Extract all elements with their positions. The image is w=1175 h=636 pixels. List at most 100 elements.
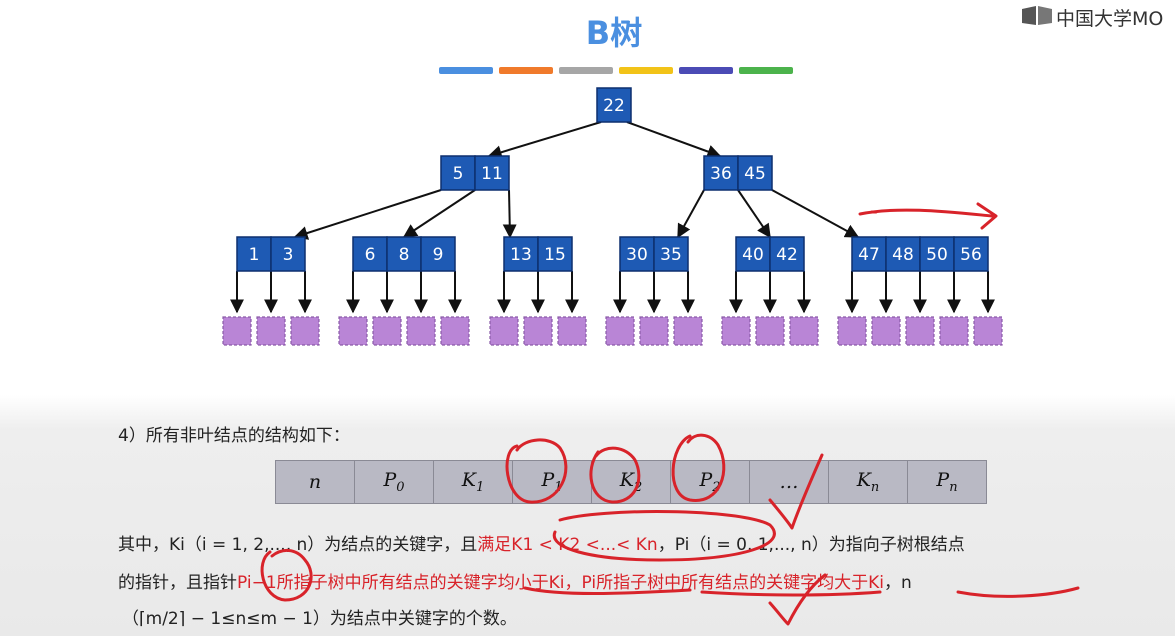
mooc-logo-icon: [1022, 6, 1052, 25]
section-heading: 4）所有非叶结点的结构如下：: [118, 426, 350, 446]
null-leaf-box: [973, 316, 1003, 346]
key-cell: [919, 236, 955, 272]
node-field-2: K1: [433, 460, 513, 504]
key-label: 42: [776, 245, 798, 265]
key-label: 30: [626, 245, 648, 265]
null-leaf-box: [605, 316, 635, 346]
null-leaf-box: [489, 316, 519, 346]
color-bar-5: [679, 67, 733, 74]
key-label: 45: [744, 164, 766, 184]
child-pointer-arrow: [677, 189, 705, 239]
null-leaf-box: [755, 316, 785, 346]
key-label: 6: [365, 245, 376, 265]
key-label: 5: [453, 164, 464, 184]
leaf-node-2: 6 8 9: [352, 236, 456, 272]
null-leaf-box: [523, 316, 553, 346]
watermark-text: 中国大学MO: [1056, 8, 1164, 30]
description-line-1: 其中，Ki（i = 1, 2,..., n）为结点的关键字，且满足K1 < K2…: [118, 530, 965, 555]
key-label: 11: [481, 164, 503, 184]
leaf-node-5: 40 42: [735, 236, 805, 272]
key-label: 48: [892, 245, 914, 265]
key-label: 47: [858, 245, 880, 265]
color-bar-2: [499, 67, 553, 74]
color-bar-4: [619, 67, 673, 74]
key-cell: [386, 236, 422, 272]
null-leaf-box: [222, 316, 252, 346]
key-cell: [769, 236, 805, 272]
node-field-3: P1: [512, 460, 592, 504]
key-label: 22: [603, 96, 625, 116]
key-cell: [537, 236, 573, 272]
null-leaf-box: [557, 316, 587, 346]
child-pointer-arrow: [502, 189, 517, 239]
null-leaf-box: [440, 316, 470, 346]
color-bar-3: [559, 67, 613, 74]
null-leaf-box: [406, 316, 436, 346]
null-leaf-box: [789, 316, 819, 346]
key-cell: [236, 236, 272, 272]
key-label: 3: [283, 245, 294, 265]
null-leaf-box: [939, 316, 969, 346]
key-cell: [619, 236, 655, 272]
child-pointer-arrow: [487, 121, 602, 160]
key-label: 56: [960, 245, 982, 265]
key-cell: [352, 236, 388, 272]
null-leaf-box: [338, 316, 368, 346]
color-bar-6: [739, 67, 793, 74]
null-leaf-box: [372, 316, 402, 346]
node-field-0: n: [275, 460, 355, 504]
slide-title: B树: [585, 14, 643, 52]
node-field-1: P0: [354, 460, 434, 504]
null-leaf-box: [837, 316, 867, 346]
node-field-4: K2: [591, 460, 671, 504]
desc-highlight-subtree: Pi−1所指子树中所有结点的关键字均小于Ki，Pi所指子树中所有结点的关键字均大…: [237, 573, 885, 593]
null-leaf-box: [639, 316, 669, 346]
null-leaf-box: [673, 316, 703, 346]
internal-node-1: 5 11: [440, 155, 510, 191]
key-cell: [420, 236, 456, 272]
description-line-2: 的指针，且指针Pi−1所指子树中所有结点的关键字均小于Ki，Pi所指子树中所有结…: [118, 568, 912, 593]
null-leaf-box: [290, 316, 320, 346]
key-cell: [851, 236, 887, 272]
color-bar-1: [439, 67, 493, 74]
leaf-node-4: 30 35: [619, 236, 689, 272]
key-cell: [503, 236, 539, 272]
desc-text: ，Pi（i = 0, 1,..., n）为指向子树根结点: [657, 535, 965, 555]
child-pointer-arrow: [737, 189, 771, 239]
node-field-7: Kn: [828, 460, 908, 504]
node-field-5: P2: [670, 460, 750, 504]
child-pointer-arrow: [402, 189, 476, 238]
key-cell: [653, 236, 689, 272]
key-label: 8: [399, 245, 410, 265]
child-pointer-arrow: [771, 189, 860, 238]
description-line-3: （⌈m/2⌉ − 1≤n≤m − 1）为结点中关键字的个数。: [122, 609, 517, 629]
key-label: 15: [544, 245, 566, 265]
node-field-8: Pn: [907, 460, 987, 504]
desc-text: 的指针，且指针: [118, 573, 237, 593]
desc-text: 其中，Ki（i = 1, 2,..., n）为结点的关键字，且: [118, 535, 478, 555]
key-cell: [270, 236, 306, 272]
key-label: 50: [926, 245, 948, 265]
key-label: 1: [249, 245, 260, 265]
null-leaf-box: [905, 316, 935, 346]
key-cell: [737, 155, 773, 191]
key-label: 35: [660, 245, 682, 265]
key-cell: [885, 236, 921, 272]
desc-text: ，n: [884, 573, 912, 593]
key-label: 36: [710, 164, 732, 184]
key-label: 40: [742, 245, 764, 265]
root-node: 22: [596, 87, 632, 123]
key-label: 9: [433, 245, 444, 265]
child-pointer-arrow: [293, 189, 442, 240]
null-leaf-box: [256, 316, 286, 346]
key-cell: [474, 155, 510, 191]
child-pointer-arrow: [626, 121, 722, 159]
internal-node-2: 36 45: [703, 155, 773, 191]
leaf-node-6: 47 48 50 56: [851, 236, 989, 272]
node-field-6: …: [749, 460, 829, 504]
